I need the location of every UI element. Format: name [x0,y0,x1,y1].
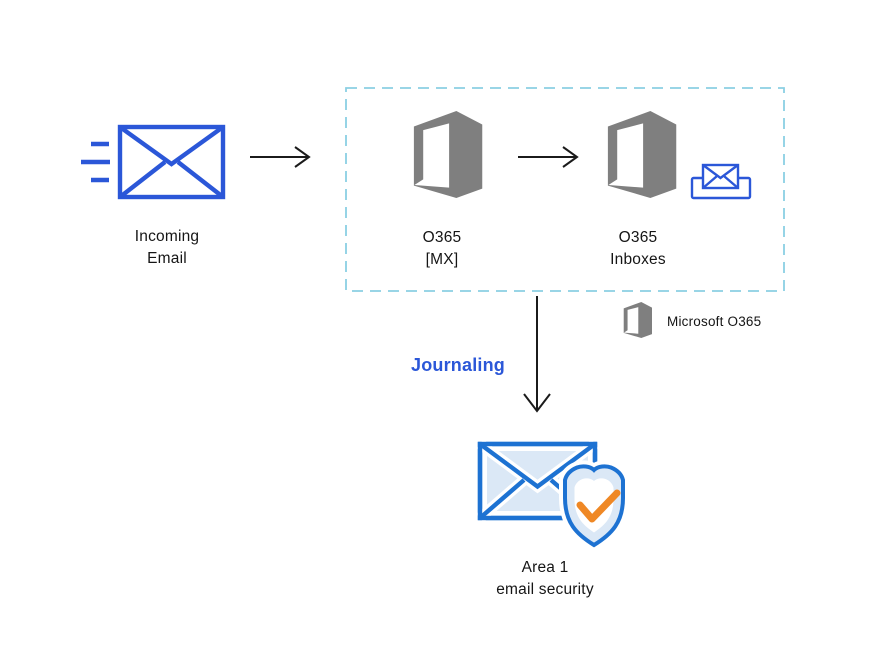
arrow-right-icon [518,146,579,168]
office365-logo-icon [413,111,483,198]
o365-mx-label: O365 [MX] [372,227,512,271]
office365-legend-icon [623,302,652,338]
inbox-tray-envelope-icon [690,163,752,200]
speeding-envelope-icon [81,124,226,200]
area1-label: Area 1 email security [465,557,625,601]
area1-label-line2: email security [496,581,594,598]
incoming-email-label: Incoming Email [97,226,237,270]
shield-inner [574,478,614,533]
arrow-down-icon [523,296,551,413]
envelope-shield-check-icon [476,439,628,553]
incoming-email-label-line1: Incoming [134,228,200,245]
o365-inboxes-label-line2: Inboxes [610,251,666,268]
office365-logo-icon [607,111,677,198]
check-icon [576,489,621,523]
o365-mx-label-line1: O365 [422,229,462,246]
incoming-email-label-line2: Email [147,250,187,267]
area1-label-line1: Area 1 [521,559,569,576]
o365-boundary-box [345,87,785,292]
arrow-right-icon [250,146,311,168]
o365-inboxes-label: O365 Inboxes [568,227,708,271]
o365-inboxes-label-line1: O365 [618,229,658,246]
o365-mx-label-line2: [MX] [425,251,459,268]
legend-label: Microsoft O365 [667,314,762,329]
journaling-label: Journaling [410,355,505,375]
